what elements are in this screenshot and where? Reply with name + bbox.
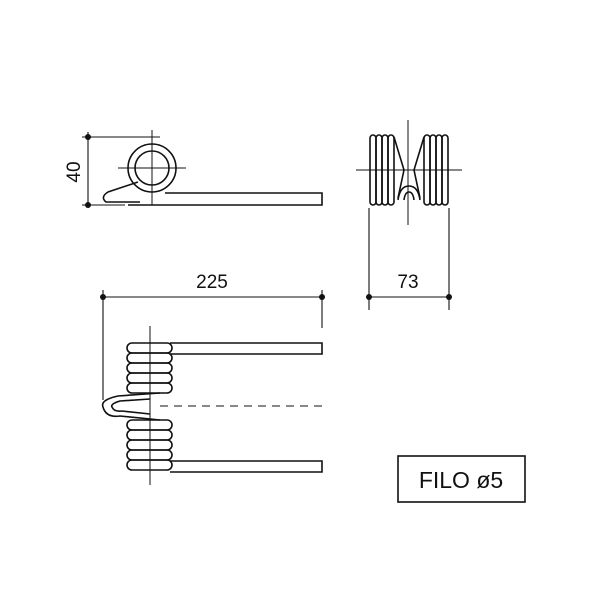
width-dimension-label: 73 <box>397 272 418 293</box>
coil-lead <box>393 136 405 199</box>
top-arm <box>170 342 323 355</box>
dimension-dot <box>319 294 325 300</box>
connecting-loop <box>101 392 161 421</box>
end-view: 73 <box>356 120 462 310</box>
spec-box-frame <box>397 455 526 503</box>
height-dimension-label: 40 <box>64 161 85 182</box>
hook-end <box>102 181 140 203</box>
dimension-dot <box>366 294 372 300</box>
spec-label: FILO ø5 <box>419 467 503 493</box>
dimension-dot <box>85 202 91 208</box>
bottom-arm <box>170 460 323 473</box>
dimension-dot <box>85 134 91 140</box>
connecting-loop-inner <box>403 191 415 201</box>
connecting-loop-inner <box>110 398 151 415</box>
coil-turn <box>387 134 395 206</box>
coil-turn <box>441 134 449 206</box>
plan-view: 225 <box>100 272 325 485</box>
dimension-dot <box>100 294 106 300</box>
dimension-dot <box>446 294 452 300</box>
lower-coil <box>126 419 173 471</box>
spec-box: FILO ø5 <box>397 455 526 503</box>
tine-arm <box>128 192 323 206</box>
coil-lead <box>413 136 425 199</box>
connecting-loop <box>397 185 421 201</box>
side-view: 40 <box>64 130 323 208</box>
length-dimension-label: 225 <box>196 272 228 293</box>
